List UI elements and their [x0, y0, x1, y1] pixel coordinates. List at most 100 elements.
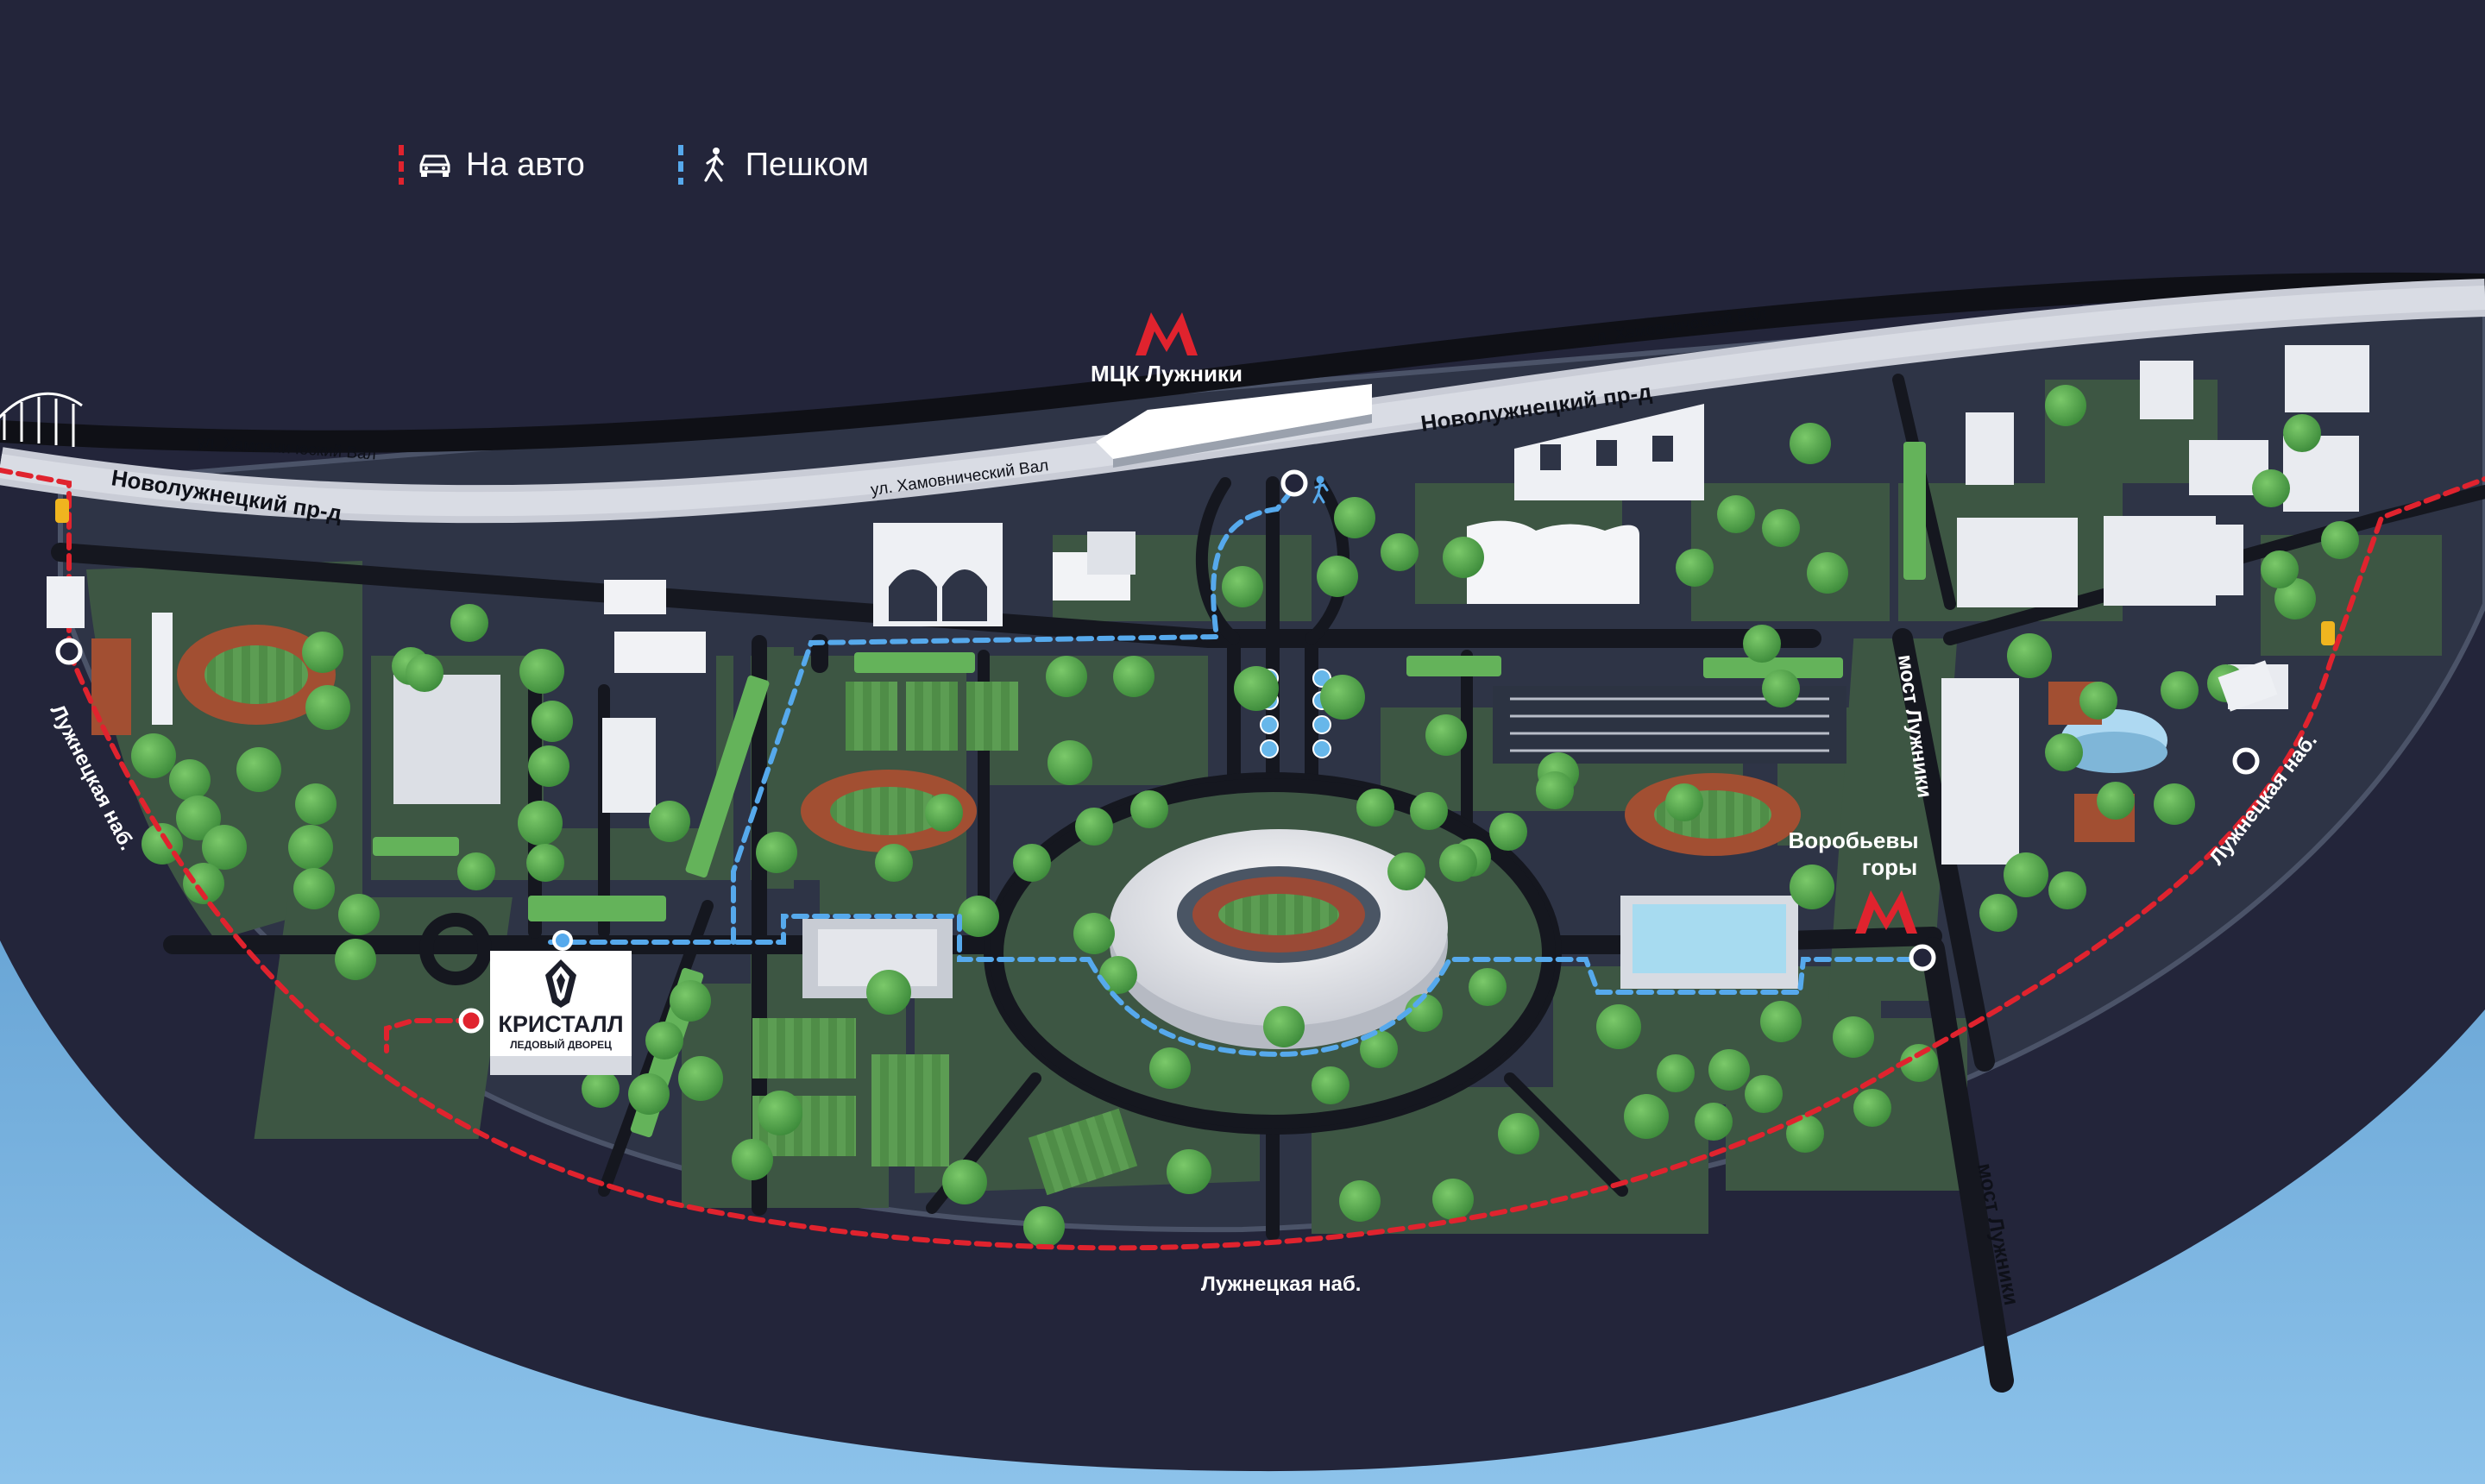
tree-icon [236, 747, 281, 792]
tree-icon [2007, 633, 2052, 678]
football-field [906, 682, 958, 751]
walk-route-swatch [677, 145, 683, 185]
tree-icon [2045, 733, 2083, 771]
tree-icon [1536, 771, 1574, 809]
tree-icon [1443, 537, 1484, 578]
tree-icon [732, 1139, 773, 1180]
tree-icon [1760, 1001, 1802, 1042]
striped-hall-building [1514, 404, 1704, 500]
wave-roof-building [1467, 520, 1639, 604]
tree-icon [1596, 1004, 1641, 1049]
tree-icon [169, 759, 211, 801]
tree-icon [2161, 671, 2199, 709]
tree-icon [1762, 509, 1800, 547]
tree-icon [1356, 789, 1394, 827]
tree-icon [450, 604, 488, 642]
mck-exit-marker [1280, 469, 1308, 497]
tree-icon [338, 894, 380, 935]
tree-icon [176, 795, 221, 840]
moskva-river [0, 940, 2485, 1484]
tree-icon [1489, 813, 1527, 851]
sports-hall-left [393, 675, 500, 804]
tree-icon [1013, 844, 1051, 882]
tree-icon [1695, 1103, 1733, 1141]
metro-icon [1855, 890, 1917, 934]
venue-subtitle: ЛЕДОВЫЙ ДВОРЕЦ [510, 1038, 612, 1051]
vorobyovy-exit-marker [1909, 944, 1936, 972]
label-luzhnetskaya-bottom: Лужнецкая наб. [1201, 1273, 1361, 1296]
buildings [393, 345, 2369, 865]
venue-name: КРИСТАЛЛ [498, 1011, 623, 1037]
tree-icon [1790, 865, 1834, 909]
tree-icon [1130, 790, 1168, 828]
tree-icon [1708, 1049, 1750, 1091]
car-entry-marker [55, 638, 83, 665]
label-vorobyovy-line1: Воробьевы [1788, 827, 1918, 853]
tree-icon [2079, 682, 2117, 720]
tree-icon [2261, 550, 2299, 588]
car-destination-marker [458, 1008, 484, 1034]
tree-icon [958, 896, 999, 937]
tree-icon [528, 745, 569, 787]
tree-icon [2283, 414, 2321, 452]
tree-icon [1320, 675, 1365, 720]
tree-icon [1665, 783, 1703, 821]
tree-icon [302, 632, 343, 673]
map-legend: На авто Пешком [399, 145, 869, 185]
aquatics-centre [1620, 896, 1798, 989]
metro-icon [1136, 312, 1198, 355]
running-track [1625, 773, 1801, 856]
tree-icon [1312, 1066, 1349, 1104]
tree-icon [866, 970, 911, 1015]
tree-icon [457, 852, 495, 890]
tree-icon [1339, 1180, 1381, 1222]
tree-icon [335, 939, 376, 980]
tree-icon [293, 868, 335, 909]
tree-icon [645, 1022, 683, 1060]
kristall-venue[interactable]: КРИСТАЛЛ ЛЕДОВЫЙ ДВОРЕЦ [490, 951, 632, 1075]
label-vorobyovy-line2: горы [1862, 854, 1917, 880]
tree-icon [1717, 495, 1755, 533]
tree-icon [1113, 656, 1154, 697]
football-field [966, 682, 1018, 751]
tree-icon [131, 733, 176, 778]
sports-hall-small [602, 718, 656, 813]
tree-icon [1979, 894, 2017, 932]
tree-icon [202, 825, 247, 870]
luzhniki-stadium [1110, 829, 1448, 1049]
tree-icon [2321, 521, 2359, 559]
stands-building [614, 632, 706, 673]
tree-icon [1023, 1206, 1065, 1248]
tree-icon [1900, 1044, 1938, 1082]
football-field [846, 682, 897, 751]
tree-icon [1762, 670, 1800, 707]
tree-icon [183, 863, 224, 904]
tree-icon [1099, 956, 1137, 994]
trees [131, 385, 2359, 1248]
car-entry-marker-right [2232, 747, 2260, 775]
tree-icon [532, 701, 573, 742]
running-track [177, 625, 336, 725]
tree-icon [526, 844, 564, 882]
tree-icon [1410, 792, 1448, 830]
tree-icon [758, 1091, 802, 1135]
tree-icon [1263, 1006, 1305, 1047]
legend-walk: Пешком [677, 145, 869, 185]
tree-icon [2045, 385, 2086, 426]
tree-icon [1624, 1094, 1669, 1139]
tree-icon [1425, 714, 1467, 756]
tree-icon [1432, 1179, 1474, 1220]
tree-icon [1676, 549, 1714, 587]
tree-icon [1073, 913, 1115, 954]
tree-icon [1469, 968, 1507, 1006]
walk-route [548, 481, 1923, 1058]
legend-car: На авто [399, 145, 585, 185]
tree-icon [1317, 556, 1358, 597]
legend-walk-label: Пешком [745, 146, 869, 183]
tree-icon [1833, 1016, 1874, 1058]
tree-icon [1046, 656, 1087, 697]
tree-icon [518, 801, 563, 846]
tree-icon [1075, 808, 1113, 846]
tree-icon [406, 654, 444, 692]
